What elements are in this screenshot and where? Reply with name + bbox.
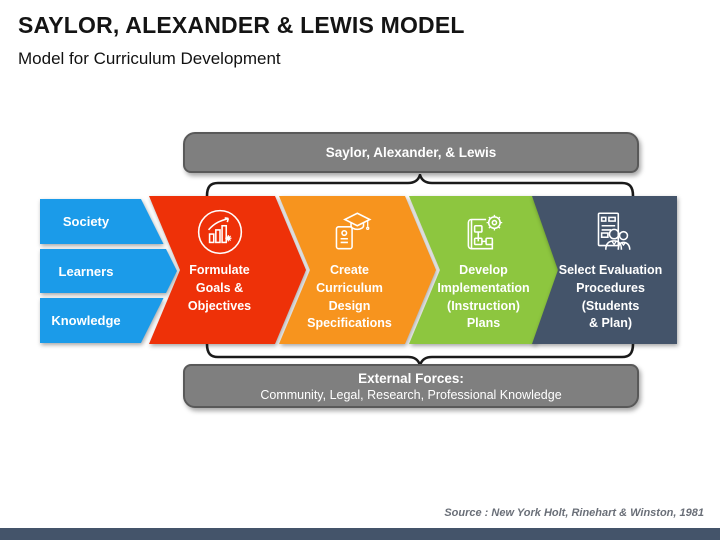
step-formulate-goals: Formulate Goals & Objectives <box>149 196 306 344</box>
authors-banner-label: Saylor, Alexander, & Lewis <box>325 145 497 160</box>
external-forces-subtitle: Community, Legal, Research, Professional… <box>260 388 562 402</box>
growth-chart-icon <box>195 206 245 258</box>
input-society-label: Society <box>62 213 110 229</box>
step-develop-plans: Develop Implementation (Instruction) Pla… <box>409 196 566 344</box>
input-learners: Learners <box>40 248 177 294</box>
input-learners-label: Learners <box>58 263 114 279</box>
evaluation-icon <box>586 206 636 258</box>
input-knowledge-label: Knowledge <box>51 313 121 329</box>
footer-bar <box>0 528 720 540</box>
step-create-design: Create Curriculum Design Specifications <box>279 196 436 344</box>
step-create-design-label: Create Curriculum Design Specifications <box>307 263 392 331</box>
external-forces-title: External Forces: <box>358 371 464 386</box>
external-forces-banner: External Forces: Community, Legal, Resea… <box>183 364 639 408</box>
curriculum-design-icon <box>325 206 375 258</box>
authors-banner: Saylor, Alexander, & Lewis <box>183 132 639 173</box>
step-develop-plans-label: Develop Implementation (Instruction) Pla… <box>437 263 530 331</box>
source-citation: Source : New York Holt, Rinehart & Winst… <box>444 507 704 519</box>
implementation-plan-icon <box>459 206 509 258</box>
step-formulate-goals-label: Formulate Goals & Objectives <box>187 263 252 313</box>
page-subtitle: Model for Curriculum Development <box>18 49 281 68</box>
step-select-evaluation-label: Select Evaluation Procedures (Students &… <box>558 263 663 331</box>
bottom-brace <box>205 344 635 366</box>
step-select-evaluation: Select Evaluation Procedures (Students &… <box>532 196 677 344</box>
top-brace <box>205 174 635 196</box>
page-title: SAYLOR, ALEXANDER & LEWIS MODEL <box>18 12 465 38</box>
